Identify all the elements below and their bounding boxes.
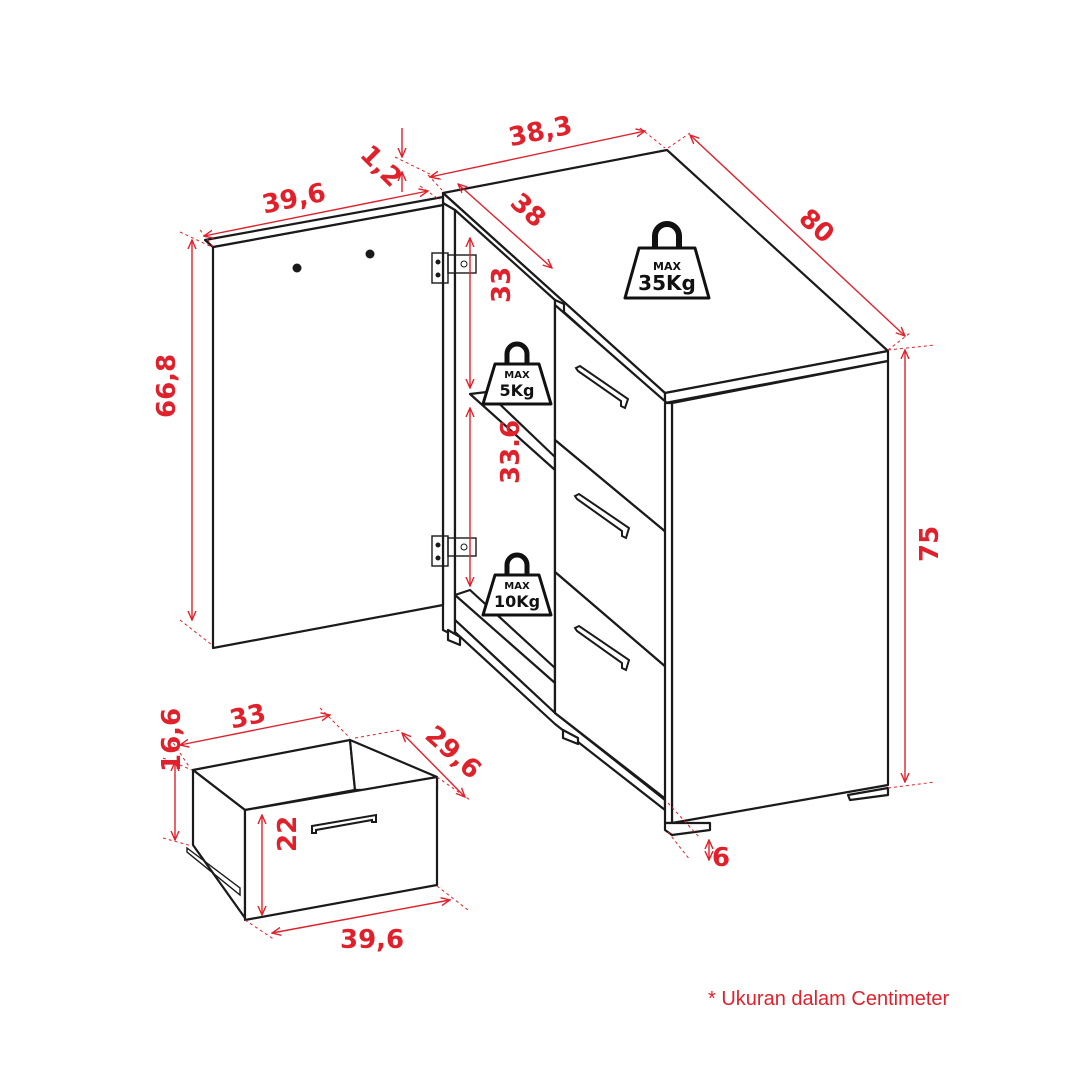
label-door-width: 39,6 — [259, 178, 328, 221]
drawer-front — [243, 775, 439, 922]
weight-icon-35kg: MAX 35Kg — [623, 221, 711, 300]
drawer-detail — [186, 738, 439, 922]
front-edge — [663, 401, 674, 825]
door — [203, 195, 477, 650]
weight-5-max: MAX — [504, 370, 530, 381]
leg-middle — [561, 728, 580, 746]
label-total-height: 75 — [915, 526, 945, 562]
weight-10-value: 10Kg — [494, 592, 540, 611]
weight-icon-5kg: MAX 5Kg — [481, 341, 553, 406]
weight-10-max: MAX — [504, 581, 530, 592]
cabinet-side-panel — [670, 359, 890, 825]
weight-icon-10kg: MAX 10Kg — [481, 552, 553, 617]
label-drawer-front-width: 39,6 — [340, 925, 404, 955]
label-drawer-front-height: 22 — [273, 816, 303, 852]
weight-35-max: MAX — [653, 260, 681, 273]
drawer-handle-3 — [573, 624, 631, 672]
dimension-lines — [162, 127, 936, 941]
cabinet-left-panel — [441, 201, 457, 638]
leg-right — [846, 786, 890, 802]
door-panel — [211, 203, 445, 650]
drawer-detail-handle — [311, 813, 377, 834]
door-hole-1 — [292, 263, 302, 273]
drawer-handle-2 — [573, 492, 631, 540]
label-depth-top: 38,3 — [506, 111, 575, 154]
label-drawer-height: 16,6 — [157, 708, 187, 772]
label-leg-height: 6 — [712, 843, 730, 873]
label-top-thickness: 1,2 — [354, 140, 408, 194]
unit-note: * Ukuran dalam Centimeter — [708, 988, 950, 1010]
leg-front — [663, 821, 712, 837]
door-hole-2 — [365, 249, 375, 259]
drawer-handle-1 — [574, 364, 630, 410]
weight-5-value: 5Kg — [500, 381, 535, 400]
label-door-height: 66,8 — [152, 354, 182, 418]
weight-35-value: 35Kg — [638, 271, 696, 295]
leg-left — [446, 628, 462, 647]
label-upper-compartment: 33 — [487, 267, 517, 303]
label-lower-compartment: 33.6 — [496, 420, 526, 484]
label-total-width: 80 — [793, 203, 840, 250]
label-drawer-width: 33 — [227, 699, 269, 736]
drawer-runner — [186, 846, 241, 897]
